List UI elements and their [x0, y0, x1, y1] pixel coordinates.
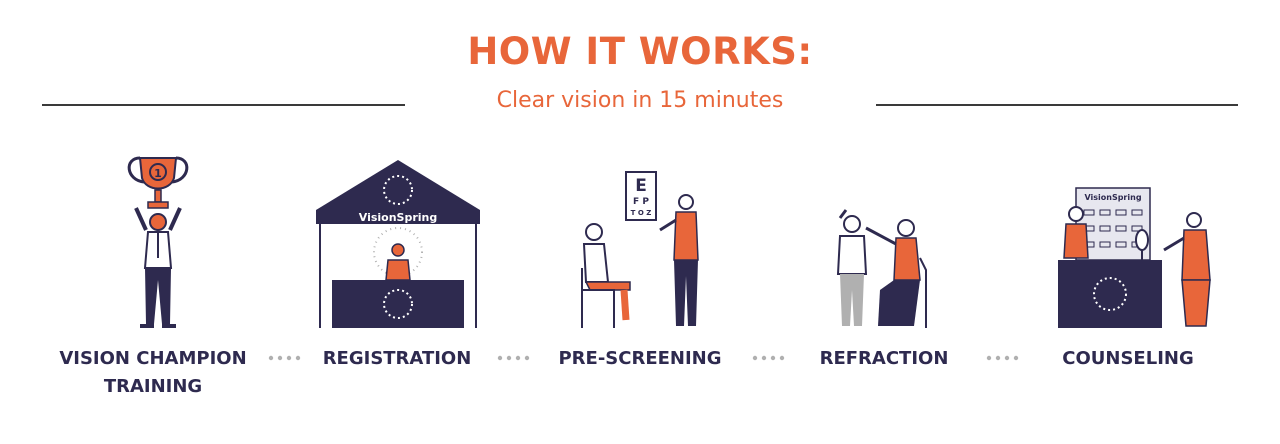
booth-banner-text: VisionSpring — [1084, 193, 1141, 202]
step-label-line: TRAINING — [103, 376, 203, 397]
step-label-vision-champion-training: VISION CHAMPION TRAINING — [40, 345, 266, 401]
page-title: HOW IT WORKS: — [467, 30, 813, 73]
step-label-registration: REGISTRATION — [306, 345, 488, 373]
step-label-line: COUNSELING — [1062, 348, 1194, 369]
eye-chart-screening-icon: E F P T O Z — [581, 171, 699, 328]
step-label-line: VISION CHAMPION — [59, 348, 247, 369]
tent-banner-text: VisionSpring — [359, 211, 438, 224]
chart-line-1: E — [635, 176, 647, 196]
step-label-line: PRE-SCREENING — [558, 348, 722, 369]
eyeglass-counseling-icon: VisionSpring — [1058, 187, 1211, 328]
connector-dots — [752, 355, 785, 361]
svg-text:1: 1 — [154, 167, 162, 180]
chart-line-3: T O Z — [631, 209, 652, 217]
rule-left — [42, 104, 405, 106]
step-label-refraction: REFRACTION — [800, 345, 968, 373]
step-label-line: REFRACTION — [819, 348, 949, 369]
connector-dots — [986, 355, 1019, 361]
step-label-pre-screening: PRE-SCREENING — [540, 345, 740, 373]
connector-dots — [497, 355, 530, 361]
connector-dots — [268, 355, 301, 361]
step-label-counseling: COUNSELING — [1042, 345, 1214, 373]
step-label-line: REGISTRATION — [322, 348, 472, 369]
chart-line-2: F P — [633, 197, 649, 207]
registration-tent-icon: VisionSpring — [316, 160, 480, 328]
page-subtitle: Clear vision in 15 minutes — [496, 88, 784, 113]
trophy-champion-icon: 1 — [127, 156, 189, 328]
refraction-exam-icon — [836, 209, 927, 328]
rule-right — [876, 104, 1238, 106]
